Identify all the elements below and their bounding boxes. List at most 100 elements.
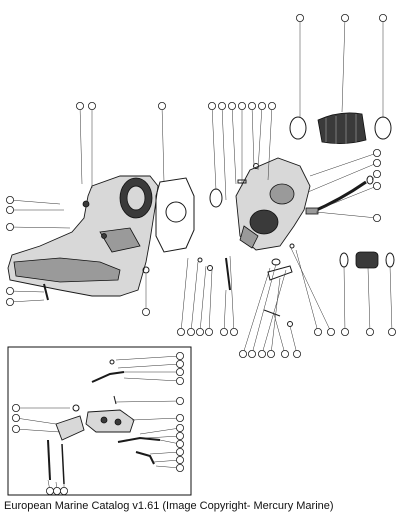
hose-fitting xyxy=(305,207,319,215)
callout-circle xyxy=(266,349,275,358)
callout-bubble xyxy=(157,102,166,111)
callout-circle xyxy=(247,102,256,111)
callout-bubble xyxy=(11,413,20,422)
callout-bubble xyxy=(372,213,381,222)
callout-circle xyxy=(372,148,381,157)
callout-circle xyxy=(247,349,256,358)
callout-leader-line xyxy=(199,265,207,333)
callout-leader-line xyxy=(251,263,277,355)
callout-circle xyxy=(340,13,349,22)
exploded-parts-diagram xyxy=(6,13,396,496)
callout-bubble xyxy=(176,327,185,336)
callout-leader-line xyxy=(231,105,237,185)
callout-leader-line xyxy=(131,417,181,421)
callout-leader-line xyxy=(139,427,181,435)
callout-bubble xyxy=(247,349,256,358)
callout-leader-line xyxy=(242,267,271,355)
callout-bubble xyxy=(372,148,381,157)
callout-circle xyxy=(175,359,184,368)
callout-circle xyxy=(175,463,184,472)
callout-leader-line xyxy=(161,105,165,183)
callout-bubble xyxy=(257,102,266,111)
callout-leader-line xyxy=(180,257,189,333)
callout-bubble xyxy=(237,102,246,111)
callout-leader-line xyxy=(315,211,378,219)
callout-leader-line xyxy=(267,105,273,181)
callout-bubble xyxy=(313,327,322,336)
callout-leader-line xyxy=(321,185,378,209)
callout-bubble xyxy=(6,297,14,306)
callout-bubble xyxy=(229,327,238,336)
callout-circle xyxy=(378,13,387,22)
callout-bubble xyxy=(372,181,381,190)
callout-bubble xyxy=(266,349,275,358)
callout-leader-line xyxy=(15,417,57,425)
callout-leader-line xyxy=(117,363,181,369)
callout-circle xyxy=(207,102,216,111)
callout-leader-line xyxy=(273,313,286,355)
callout-bubble xyxy=(295,13,304,22)
callout-bubble xyxy=(219,327,228,336)
callout-circle xyxy=(217,102,226,111)
callout-bubble xyxy=(378,13,387,22)
callout-leader-line xyxy=(9,290,45,293)
callout-circle xyxy=(6,222,14,231)
callout-circle xyxy=(175,367,184,376)
callout-layer xyxy=(6,13,396,495)
callout-bubble xyxy=(6,195,14,204)
callout-circle xyxy=(237,102,246,111)
callout-leader-line xyxy=(115,400,181,403)
callout-leader-line xyxy=(208,269,213,333)
callout-leader-line xyxy=(123,377,181,382)
housing-gasket xyxy=(155,177,195,253)
callout-circle xyxy=(11,424,20,433)
callout-leader-line xyxy=(270,277,281,355)
inset-shift-linkage xyxy=(47,359,161,485)
callout-leader-line xyxy=(257,105,263,171)
callout-circle xyxy=(204,327,213,336)
callout-circle xyxy=(326,327,335,336)
callout-bubble xyxy=(76,102,85,111)
callout-circle xyxy=(157,102,166,111)
callout-leader-line xyxy=(149,451,181,455)
callout-circle xyxy=(76,102,85,111)
callout-circle xyxy=(372,181,381,190)
callout-bubble xyxy=(238,349,247,358)
callout-bubble xyxy=(280,349,289,358)
image-caption: European Marine Catalog v1.61 (Image Cop… xyxy=(4,500,334,512)
callout-bubble xyxy=(292,349,301,358)
callout-bubble xyxy=(326,327,335,336)
callout-circle xyxy=(267,102,276,111)
callout-leader-line xyxy=(115,355,181,361)
callout-circle xyxy=(175,413,184,422)
gear-housing xyxy=(7,175,159,297)
callout-circle xyxy=(6,297,14,306)
callout-circle xyxy=(11,403,20,412)
callout-circle xyxy=(175,439,184,448)
callout-leader-line xyxy=(211,105,217,191)
callout-circle xyxy=(292,349,301,358)
callout-leader-line xyxy=(221,105,227,201)
callout-circle xyxy=(6,286,14,295)
callout-circle xyxy=(175,455,184,464)
callout-bubble xyxy=(247,102,256,111)
callout-circle xyxy=(88,102,97,111)
callout-leader-line xyxy=(261,269,287,355)
callout-bubble xyxy=(175,396,184,405)
callout-circle xyxy=(175,423,184,432)
callout-leader-line xyxy=(295,249,319,333)
callout-leader-line xyxy=(190,261,199,333)
callout-bubble xyxy=(6,222,14,231)
seal-ring xyxy=(209,188,223,208)
callout-circle xyxy=(238,349,247,358)
callout-bubble xyxy=(175,431,184,440)
callout-bubble xyxy=(365,327,374,336)
callout-circle xyxy=(53,486,62,495)
callout-circle xyxy=(227,102,236,111)
callout-bubble xyxy=(372,169,381,178)
callout-circle xyxy=(175,447,184,456)
water-hose xyxy=(311,180,367,214)
callout-leader-line xyxy=(289,245,332,333)
callout-circle xyxy=(387,327,396,336)
callout-bubble xyxy=(175,351,184,360)
